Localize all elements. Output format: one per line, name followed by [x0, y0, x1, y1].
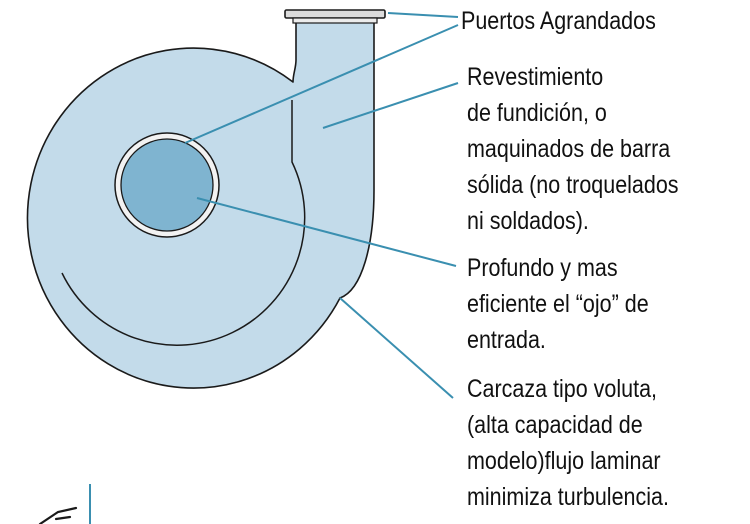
next-panel-shape: [38, 506, 78, 524]
callout-eye-line: eficiente el “ojo” de: [467, 290, 649, 318]
callout-eye: Profundo y mas eficiente el “ojo” de ent…: [467, 250, 649, 358]
callout-volute-line: minimiza turbulencia.: [467, 483, 669, 511]
discharge-flange: [284, 9, 386, 19]
callout-eye-line: entrada.: [467, 326, 546, 354]
callout-eye-line: Profundo y mas: [467, 254, 618, 282]
leader-line-eye-ring: [184, 24, 459, 144]
callout-casting: Revestimiento de fundición, o maquinados…: [467, 59, 679, 239]
callout-casting-line: maquinados de barra: [467, 135, 671, 163]
callout-casting-line: Revestimiento: [467, 63, 604, 91]
discharge-flange-neck: [292, 17, 378, 24]
leader-line-eye: [196, 197, 457, 267]
callout-volute-line: (alta capacidad de: [467, 411, 643, 439]
callout-volute-line: Carcaza tipo voluta,: [467, 375, 658, 403]
callout-casting-line: ni soldados).: [467, 207, 589, 235]
inlet-eye: [120, 138, 214, 232]
callout-ports: Puertos Agrandados: [461, 3, 656, 39]
callout-volute-line: modelo)flujo laminar: [467, 447, 661, 475]
leader-line-volute: [339, 297, 454, 399]
callout-casting-line: sólida (no troquelados: [467, 171, 679, 199]
callout-casting-line: de fundición, o: [467, 99, 607, 127]
volute-spiral-line: [61, 100, 306, 346]
callout-ports-line: Puertos Agrandados: [461, 7, 656, 35]
leader-line-casting: [322, 82, 459, 129]
leader-line-ports: [387, 12, 459, 18]
callout-volute: Carcaza tipo voluta, (alta capacidad de …: [467, 371, 669, 515]
